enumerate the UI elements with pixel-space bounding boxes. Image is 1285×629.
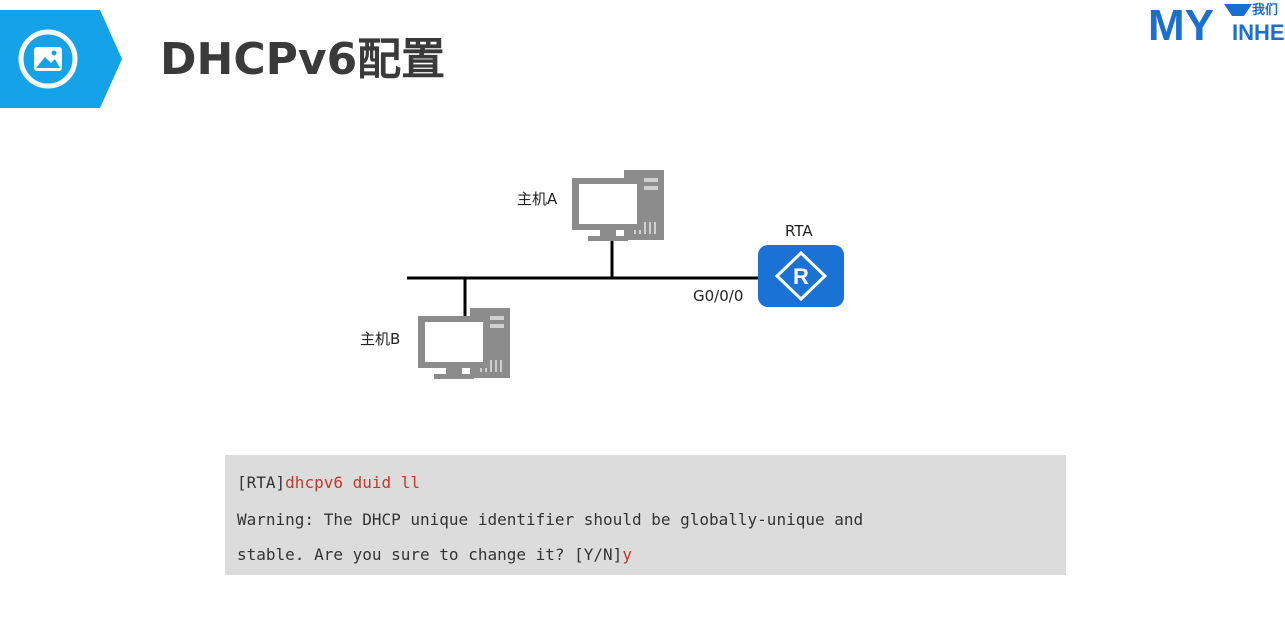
router-label: RTA (785, 222, 813, 240)
logo-text-cn: 我们 (1252, 2, 1278, 18)
company-logo: MY 我们 INHE (1148, 1, 1285, 46)
cli-command: dhcpv6 duid ll (285, 473, 421, 492)
image-icon (18, 29, 78, 89)
logo-text-sub: INHE (1232, 20, 1285, 45)
router-symbol: R (793, 264, 809, 289)
cli-line-1: [RTA]dhcpv6 duid ll (237, 473, 420, 492)
cli-prompt: [RTA] (237, 473, 286, 492)
cli-answer: y (622, 545, 632, 564)
cli-line-2: Warning: The DHCP unique identifier shou… (237, 510, 864, 529)
cli-question: stable. Are you sure to change it? [Y/N] (237, 545, 623, 564)
router-icon: R (758, 245, 844, 307)
page-title: DHCPv6配置 (160, 34, 446, 85)
host-a-label: 主机A (517, 190, 558, 208)
computer-icon (572, 170, 664, 241)
host-b-label: 主机B (360, 330, 401, 348)
cli-line-3: stable. Are you sure to change it? [Y/N]… (237, 545, 632, 564)
interface-label: G0/0/0 (693, 287, 744, 305)
computer-icon (418, 308, 510, 379)
header-banner (0, 10, 122, 108)
logo-text-main: MY (1148, 1, 1214, 46)
cli-output-box: [RTA]dhcpv6 duid ll Warning: The DHCP un… (225, 455, 1066, 575)
